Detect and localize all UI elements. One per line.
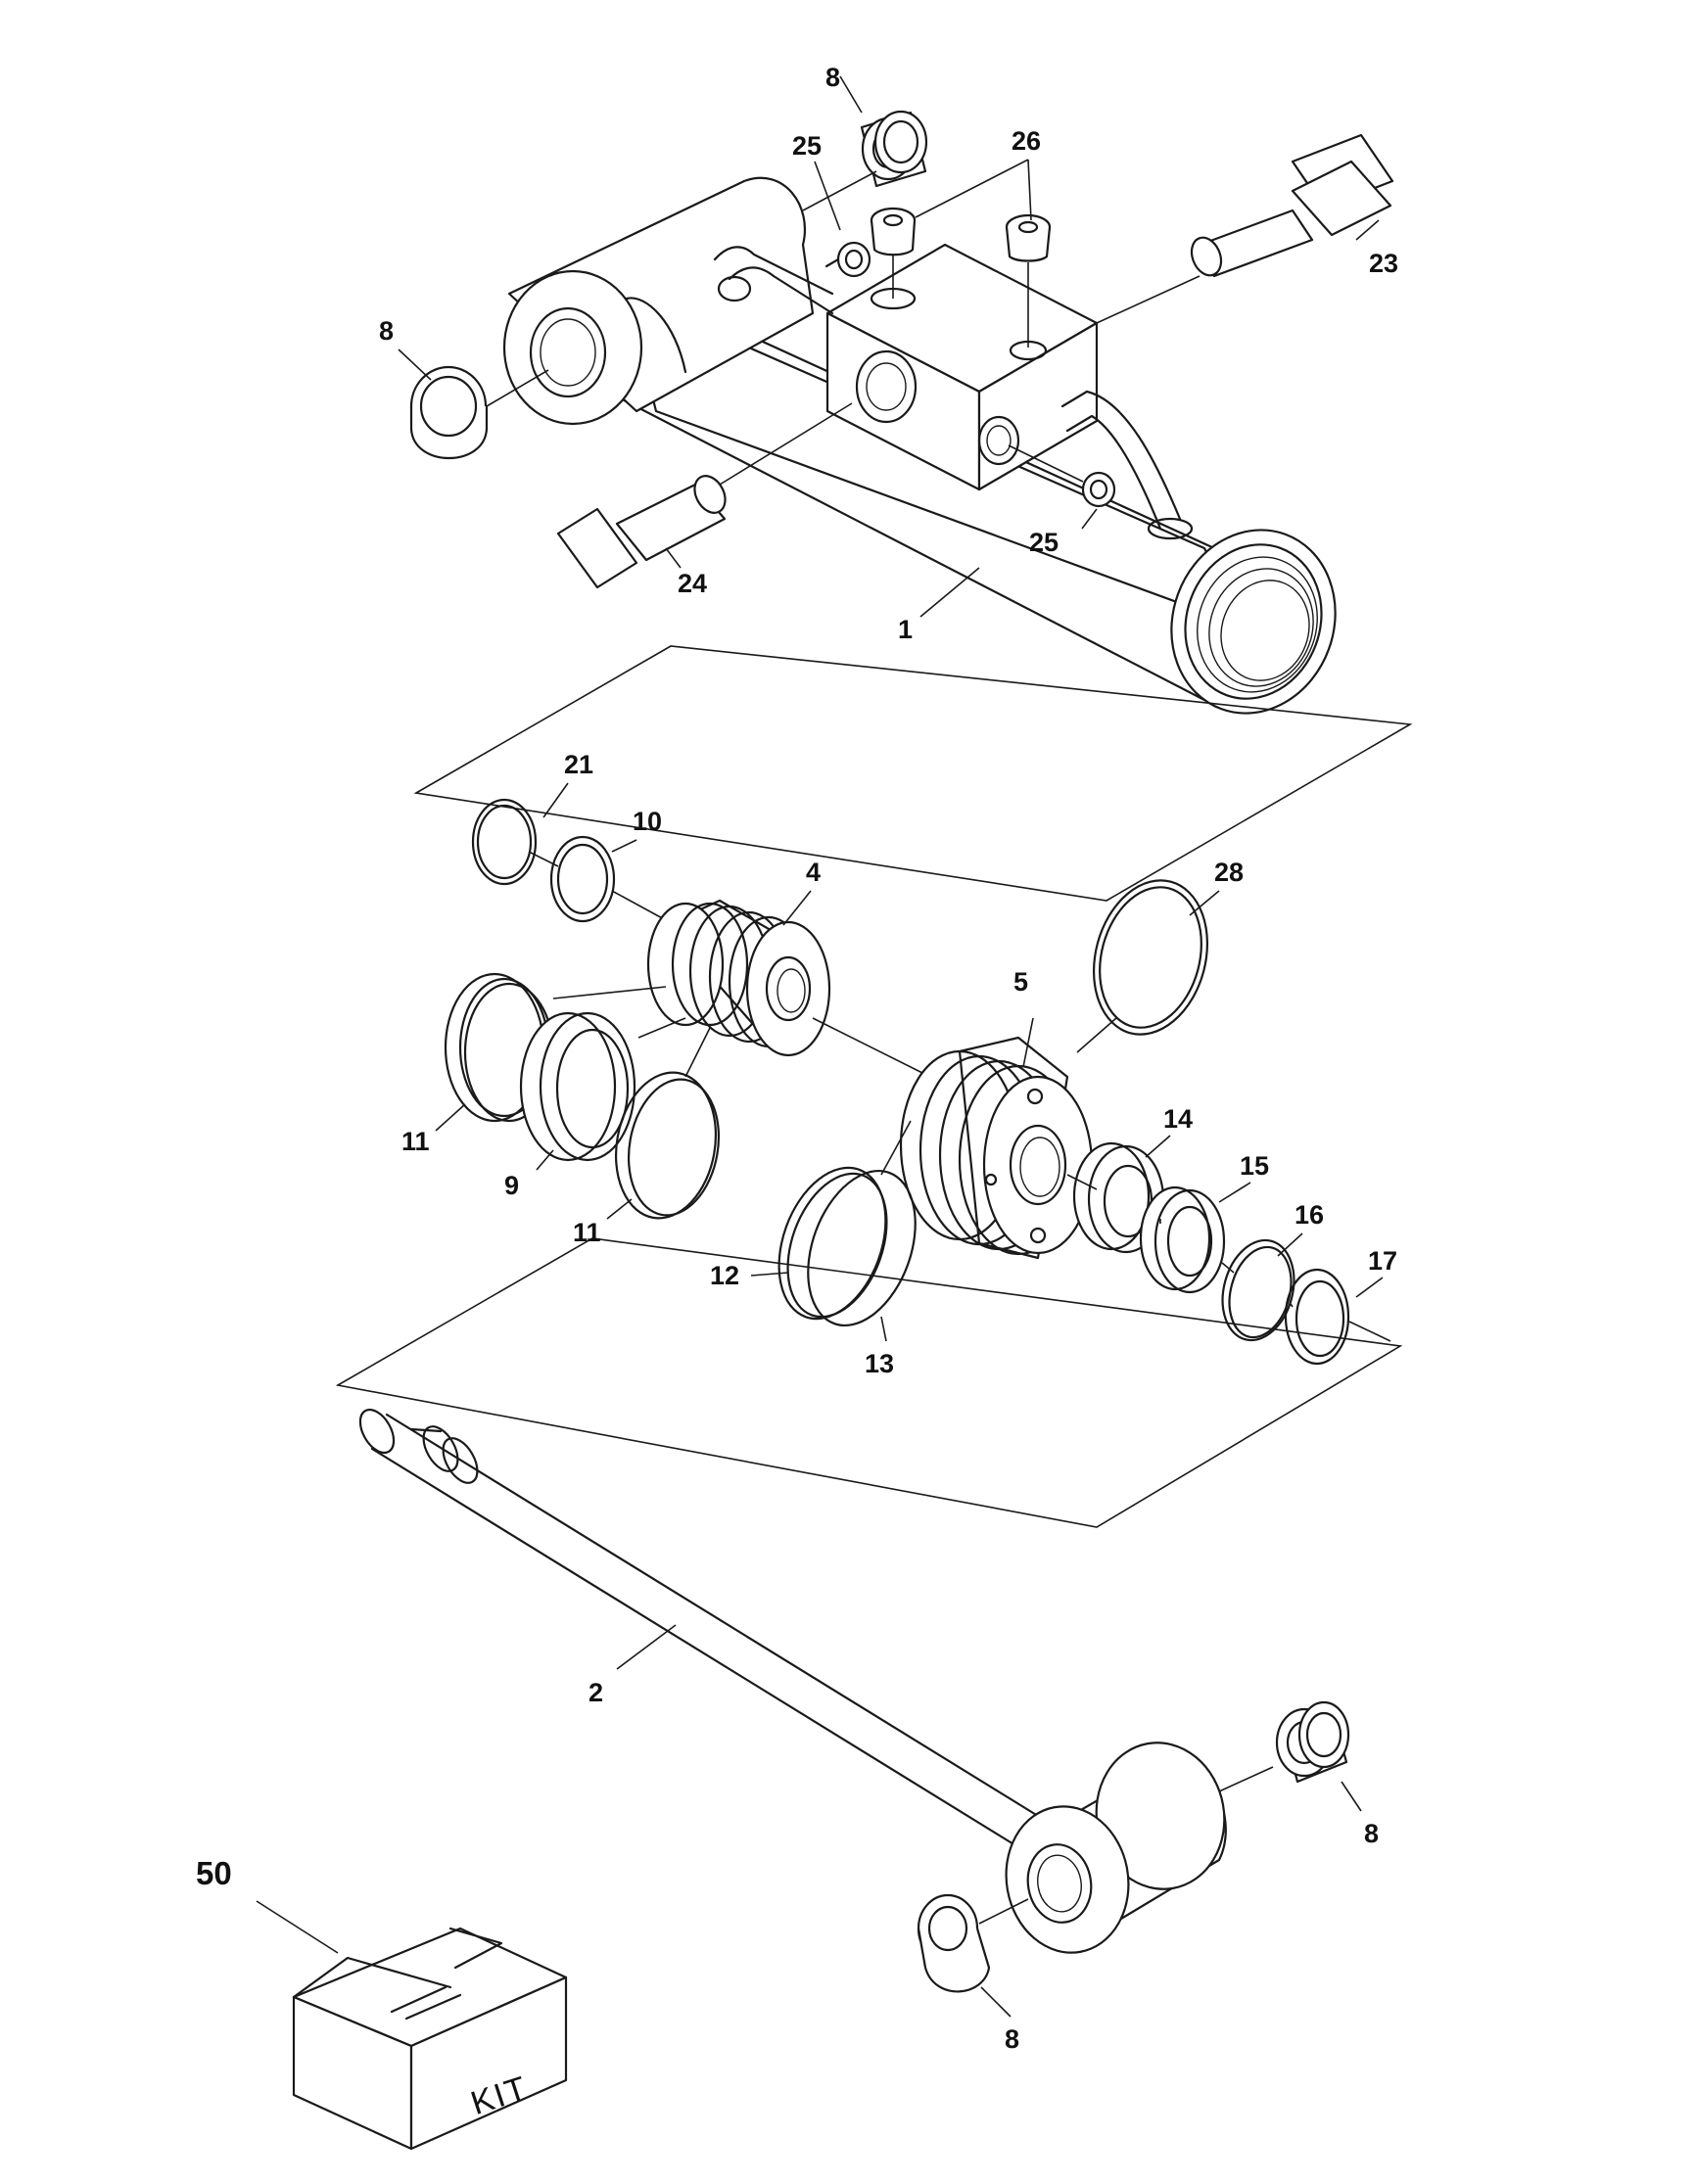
plug-26[interactable] xyxy=(870,207,1052,348)
callout-5: 5 xyxy=(1013,967,1028,997)
callout-24: 24 xyxy=(678,569,707,598)
bushing-8-left[interactable] xyxy=(409,365,549,459)
callout-11: 11 xyxy=(573,1218,601,1247)
callout-17: 17 xyxy=(1368,1246,1397,1276)
callout-4: 4 xyxy=(806,858,821,887)
bushing-8-rod-right[interactable] xyxy=(1275,1700,1350,1784)
callout-labels: 8 25 26 23 8 25 24 1 21 10 4 28 5 14 15 … xyxy=(196,63,1398,2054)
ring-10[interactable] xyxy=(549,835,616,923)
callout-28: 28 xyxy=(1214,858,1244,887)
callout-23: 23 xyxy=(1369,249,1398,278)
valve-block[interactable] xyxy=(713,243,1194,540)
cartridge-valve-23[interactable] xyxy=(1096,133,1394,324)
assembly-plane-lower xyxy=(335,1237,1403,1528)
seal-15[interactable] xyxy=(1139,1185,1226,1294)
kit-box-50[interactable]: KIT xyxy=(292,1927,568,2151)
wiper-17[interactable] xyxy=(1284,1268,1350,1366)
bushing-8-top[interactable] xyxy=(802,110,928,211)
callout-2: 2 xyxy=(589,1678,603,1707)
seal-11-right[interactable] xyxy=(605,1027,730,1227)
callout-11: 11 xyxy=(401,1127,430,1156)
callout-8: 8 xyxy=(825,63,840,92)
callout-14: 14 xyxy=(1163,1104,1193,1134)
rod-end-eye[interactable] xyxy=(978,1733,1274,1963)
bushing-8-rod-bottom[interactable] xyxy=(917,1893,991,1993)
assembly-plane-upper xyxy=(413,645,1413,902)
plug-25[interactable] xyxy=(824,241,1116,508)
piston-4[interactable] xyxy=(646,899,831,1057)
callout-12: 12 xyxy=(710,1261,739,1290)
callout-21: 21 xyxy=(564,750,593,779)
barrel-end-eye[interactable] xyxy=(502,176,815,426)
seal-14[interactable] xyxy=(1072,1141,1165,1254)
leader-lines xyxy=(256,75,1384,2018)
callout-25: 25 xyxy=(792,131,822,161)
snap-ring-21[interactable] xyxy=(471,798,538,886)
piston-rod-2[interactable] xyxy=(353,1404,1040,1852)
callout-1: 1 xyxy=(898,615,913,644)
o-ring-28[interactable] xyxy=(1077,867,1224,1047)
callout-9: 9 xyxy=(504,1171,519,1200)
callout-8: 8 xyxy=(1005,2024,1019,2054)
cartridge-valve-24[interactable] xyxy=(556,402,853,589)
callout-25: 25 xyxy=(1029,528,1059,557)
callout-13: 13 xyxy=(865,1349,894,1378)
callout-26: 26 xyxy=(1012,126,1041,156)
ring-13[interactable] xyxy=(788,1156,935,1340)
callout-15: 15 xyxy=(1240,1151,1269,1181)
callout-16: 16 xyxy=(1295,1200,1324,1230)
callout-10: 10 xyxy=(633,807,662,836)
callout-8: 8 xyxy=(1364,1819,1379,1848)
callout-50: 50 xyxy=(196,1855,232,1891)
gland-5[interactable] xyxy=(812,1017,1094,1260)
callout-8: 8 xyxy=(379,316,394,346)
seal-9[interactable] xyxy=(519,1011,686,1162)
